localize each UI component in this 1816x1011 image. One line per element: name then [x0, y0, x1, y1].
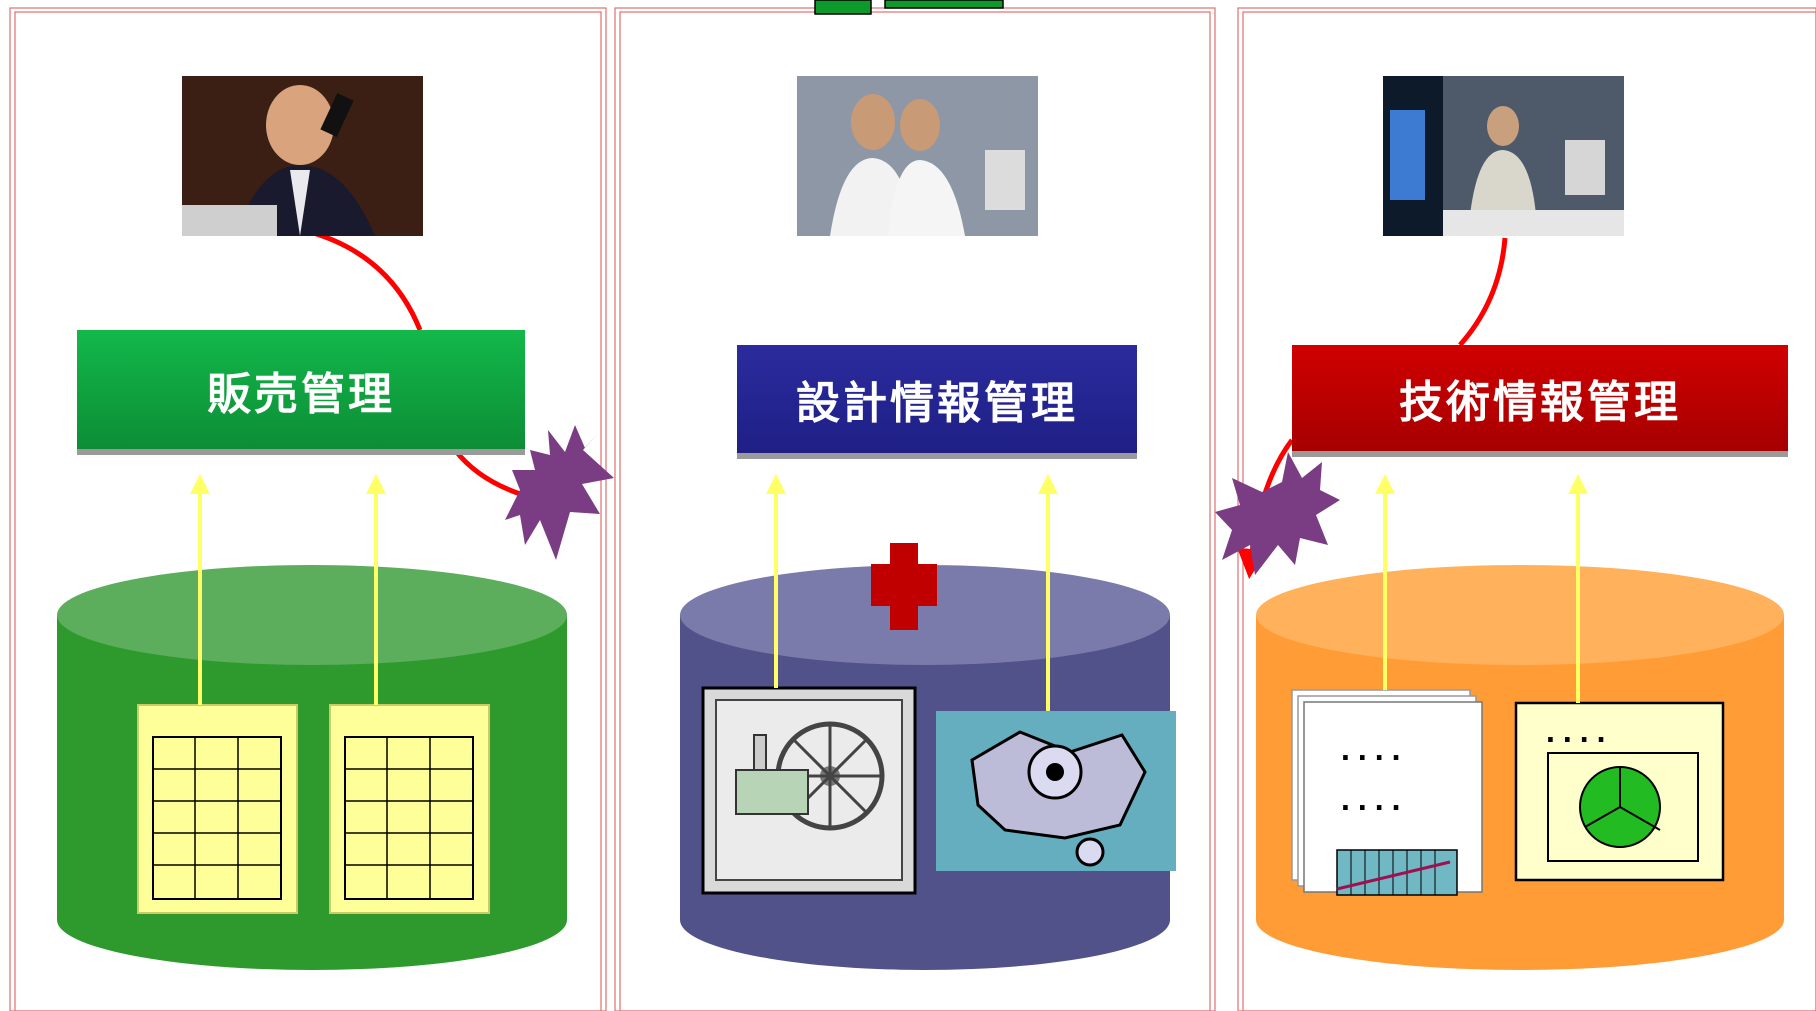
- document-dots-line-1: ....: [1337, 734, 1404, 767]
- tech-info-management-banner: 技術情報管理: [1292, 345, 1788, 451]
- design-info-management-title: 設計情報管理: [796, 378, 1078, 429]
- design-upload-arrows: [766, 474, 1058, 711]
- red-cross-icon: [871, 543, 937, 630]
- report-document-icon: [1291, 689, 1483, 896]
- pie-chart-window-icon: [1514, 701, 1725, 882]
- engine-icon: [936, 711, 1176, 871]
- sales-management-title: 販売管理: [207, 368, 395, 420]
- tech-upload-arrows: [1375, 474, 1588, 703]
- photo-two-engineers: [797, 76, 1038, 236]
- sales-management-banner: 販売管理: [77, 330, 525, 449]
- top-partial-icon: [814, 0, 1004, 15]
- sales-photo-connector: [309, 229, 423, 331]
- spreadsheet-icon-1: [137, 704, 298, 914]
- photo-salesman-on-phone: [182, 76, 423, 236]
- spreadsheet-icon-2: [329, 704, 490, 914]
- sales-upload-arrows: [190, 474, 386, 705]
- document-dots-line-2: ....: [1337, 784, 1404, 817]
- burst-icon-sales: [505, 425, 614, 560]
- steam-engine-safe-icon: [701, 686, 917, 895]
- sales-database-cylinder: [57, 565, 567, 970]
- window-dots: ....: [1542, 716, 1609, 749]
- tech-info-management-title: 技術情報管理: [1399, 377, 1681, 428]
- burst-icon-tech: [1215, 452, 1340, 575]
- photo-woman-at-computer: [1383, 76, 1624, 236]
- tech-photo-connector: [1458, 237, 1508, 347]
- design-info-management-banner: 設計情報管理: [737, 345, 1137, 453]
